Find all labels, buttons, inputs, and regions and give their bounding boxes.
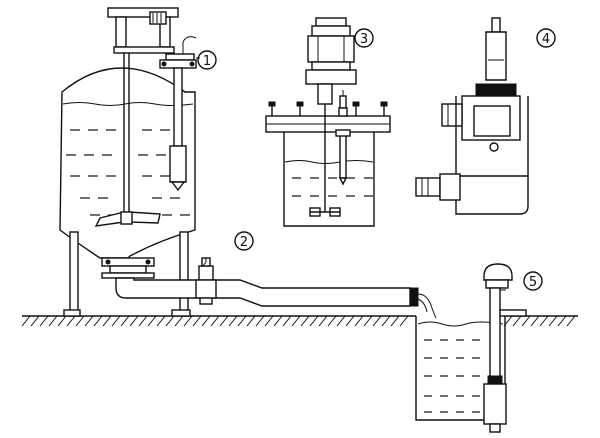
well-sensor-band — [487, 375, 503, 385]
well-liquid-lines — [424, 339, 480, 413]
beaker-electrode-rod — [339, 131, 347, 179]
pipeline — [115, 257, 437, 319]
sensor1-probe-body — [169, 145, 187, 183]
marker-3-label: 3 — [360, 32, 368, 47]
outflow-stream-1 — [417, 293, 437, 319]
storage-vessel — [59, 7, 200, 317]
beaker-electrode-head — [339, 95, 347, 109]
vessel-body — [59, 67, 196, 259]
inline-sensor-body — [198, 265, 214, 281]
pipe-outlet-block — [409, 287, 419, 307]
marker-3: 3 — [354, 28, 374, 48]
marker-1: 1 — [197, 50, 217, 70]
motor-mount-plate — [113, 46, 175, 54]
beaker-liquid-surface — [284, 160, 374, 164]
transmitter-antenna-tip — [491, 17, 501, 33]
motor-frame-left — [115, 16, 127, 48]
well-liquid-surface — [417, 321, 504, 327]
beaker-body — [283, 132, 375, 227]
well-mount-bracket — [499, 309, 527, 317]
well-sensor-probe — [483, 383, 507, 425]
marker-4: 4 — [536, 28, 556, 48]
marker-2-label: 2 — [240, 235, 248, 250]
vessel-liquid-surface — [62, 102, 194, 106]
beaker-liquid-lines — [292, 177, 373, 197]
transmitter-collar — [475, 83, 517, 97]
transmitter-window — [473, 105, 511, 137]
ground-hatching-left — [21, 315, 409, 327]
transmitter-unit — [415, 17, 529, 215]
lid-bolts — [268, 101, 388, 116]
well-sensor-pipe — [489, 287, 501, 381]
pipe-elbow — [115, 277, 207, 299]
vessel-liquid-lines — [66, 129, 190, 216]
sensor1-tube — [173, 67, 183, 147]
vessel-leg-right — [179, 231, 189, 317]
well-body — [415, 316, 506, 421]
vessel-leg-left — [69, 231, 79, 317]
marker-4-label: 4 — [542, 32, 550, 47]
marker-1-label: 1 — [203, 54, 211, 69]
motor-housing — [149, 11, 167, 25]
stirrer-motor-cap — [315, 17, 347, 27]
ground — [21, 315, 578, 327]
well-sensor-cap — [483, 263, 513, 281]
stirrer-coupling — [317, 83, 333, 105]
stirrer-motor-body — [307, 35, 355, 63]
marker-5: 5 — [523, 271, 543, 291]
impeller-blade-left — [94, 211, 125, 227]
sensor1-top-flange — [165, 53, 195, 61]
motor-top-plate — [107, 7, 179, 18]
marker-2: 2 — [234, 231, 254, 251]
lab-beaker-setup — [265, 17, 391, 227]
marker-5-label: 5 — [529, 275, 537, 290]
transmitter-probe-top — [485, 31, 507, 81]
pipe-main — [205, 279, 411, 307]
inline-sensor-fitting — [195, 279, 217, 299]
stirrer-motor-base — [305, 69, 357, 85]
transmitter-housing — [455, 96, 529, 215]
ground-hatching-right — [503, 315, 576, 327]
transmitter-side-port — [441, 103, 463, 127]
impeller-blade-right — [128, 211, 161, 224]
well-tank — [415, 263, 527, 433]
